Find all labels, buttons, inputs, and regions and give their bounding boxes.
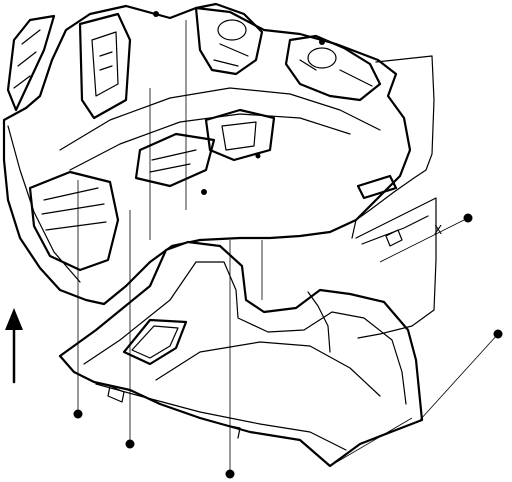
forward-direction-arrow-icon <box>5 308 23 384</box>
dash-assembly <box>2 2 412 306</box>
side-trim-panel <box>351 55 437 339</box>
fastener-callout-icon <box>493 329 503 339</box>
fastener-callout-icon <box>73 409 83 419</box>
fastener-callout-icon <box>225 469 235 479</box>
fastener-callout-icon <box>125 439 135 449</box>
fastener-callouts <box>73 213 503 479</box>
fastener-callout-icon <box>463 213 473 223</box>
floor-console-trim-panel <box>58 240 424 468</box>
fastener-leader-lines <box>77 20 499 472</box>
view-marker-label: X <box>434 223 442 237</box>
